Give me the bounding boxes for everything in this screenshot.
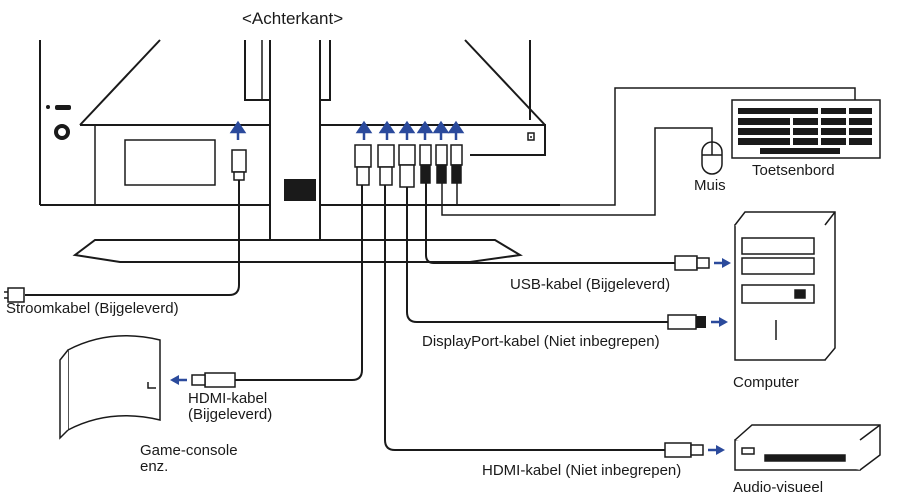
label-computer: Computer bbox=[733, 374, 799, 391]
power-button-icon bbox=[46, 105, 71, 140]
label-mouse: Muis bbox=[694, 177, 726, 194]
label-game-console-line2: enz. bbox=[140, 458, 169, 475]
label-hdmi-cable-not-included: HDMI-kabel (Niet inbegrepen) bbox=[482, 462, 682, 479]
label-hdmi-cable-included-line2: (Bijgeleverd) bbox=[188, 406, 273, 423]
rear-panel-block bbox=[124, 139, 216, 186]
av-player-icon bbox=[734, 424, 881, 471]
usb-plug-icon bbox=[674, 255, 731, 271]
mouse-icon bbox=[701, 141, 723, 175]
hdmi-plug-icon-av bbox=[664, 442, 725, 458]
port-arrows bbox=[229, 120, 465, 140]
label-power-cable: Stroomkabel (Bijgeleverd) bbox=[6, 300, 179, 317]
computer-icon bbox=[734, 211, 836, 361]
label-usb-cable: USB-kabel (Bijgeleverd) bbox=[510, 276, 671, 293]
label-hdmi-cable-included-line1: HDMI-kabel bbox=[188, 390, 268, 407]
power-plug-icon bbox=[4, 287, 25, 303]
cables bbox=[25, 87, 856, 451]
game-console-icon bbox=[59, 335, 161, 440]
page-title: <Achterkant> bbox=[242, 9, 344, 28]
port-connectors bbox=[231, 144, 463, 188]
label-displayport-cable: DisplayPort-kabel (Niet inbegrepen) bbox=[422, 333, 660, 350]
displayport-plug-icon bbox=[667, 314, 728, 330]
monitor-stand bbox=[72, 40, 523, 263]
label-audio-visual: Audio-visueel bbox=[733, 479, 824, 496]
label-keyboard: Toetsenbord bbox=[752, 162, 835, 179]
hdmi-plug-icon-console bbox=[170, 372, 236, 388]
keyboard-icon bbox=[731, 99, 881, 159]
label-game-console-line1: Game-console bbox=[140, 442, 238, 459]
kensington-lock-icon bbox=[527, 132, 535, 141]
